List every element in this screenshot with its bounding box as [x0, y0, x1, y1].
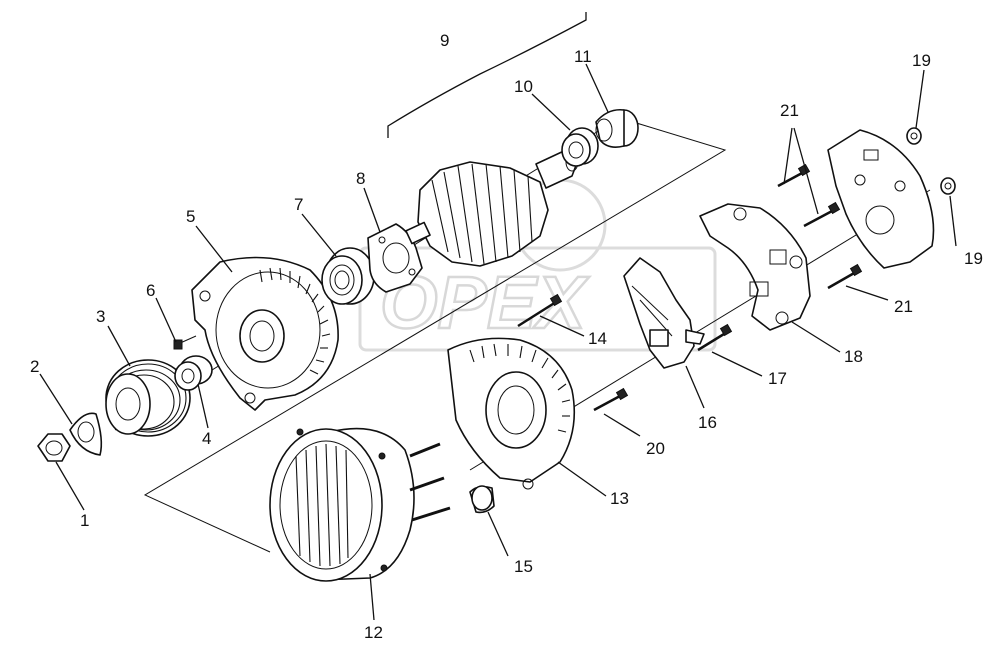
rear-bearing: [561, 127, 599, 167]
spacer: [174, 355, 213, 391]
front-bearing: [321, 247, 375, 305]
housing-screw: [593, 387, 629, 412]
callout-11: 11: [574, 47, 592, 66]
washer: [69, 412, 103, 456]
callout-2: 2: [30, 357, 39, 376]
callout-18: 18: [844, 347, 863, 366]
bearing-retainer-plate: [367, 223, 423, 293]
pulley: [105, 359, 191, 437]
callout-1: 1: [80, 511, 89, 530]
long-bolt: [517, 293, 563, 328]
voltage-regulator: [623, 257, 705, 369]
callout-16: 16: [698, 413, 717, 432]
bridge-screws: [777, 163, 863, 290]
callout-3: 3: [96, 307, 105, 326]
callout-19-right: 19: [964, 249, 983, 268]
callout-6: 6: [146, 281, 155, 300]
callout-13: 13: [610, 489, 629, 508]
regulator-screw: [697, 323, 733, 352]
callout-5: 5: [186, 207, 195, 226]
rectifier-bridge: [699, 203, 811, 331]
callout-4: 4: [202, 429, 211, 448]
callout-10: 10: [514, 77, 533, 96]
callout-7: 7: [294, 195, 303, 214]
rear-housing: [447, 337, 576, 490]
callout-21-top: 21: [780, 101, 799, 120]
cover-nuts: [906, 127, 956, 195]
callout-20: 20: [646, 439, 665, 458]
callout-21-right: 21: [894, 297, 913, 316]
rotor-group-bracket: [387, 12, 587, 138]
bearing-sleeve: [595, 108, 639, 148]
callout-15: 15: [514, 557, 533, 576]
hex-nut: [37, 433, 71, 462]
callout-9: 9: [440, 31, 449, 50]
drive-end-housing: [191, 256, 339, 411]
stator: [269, 427, 451, 582]
callout-12: 12: [364, 623, 383, 642]
callout-labels: 1 2 3 4 5 6 7 8 9 10 11 12 13 14 15 16 1…: [30, 31, 983, 642]
rubber-bushing: [469, 485, 495, 514]
callout-8: 8: [356, 169, 365, 188]
rear-cover: [827, 129, 935, 269]
callout-14: 14: [588, 329, 607, 348]
callout-17: 17: [768, 369, 787, 388]
leader-lines: [39, 63, 957, 621]
screw-small: [173, 335, 197, 350]
rotor: [405, 149, 579, 267]
callout-19-top: 19: [912, 51, 931, 70]
